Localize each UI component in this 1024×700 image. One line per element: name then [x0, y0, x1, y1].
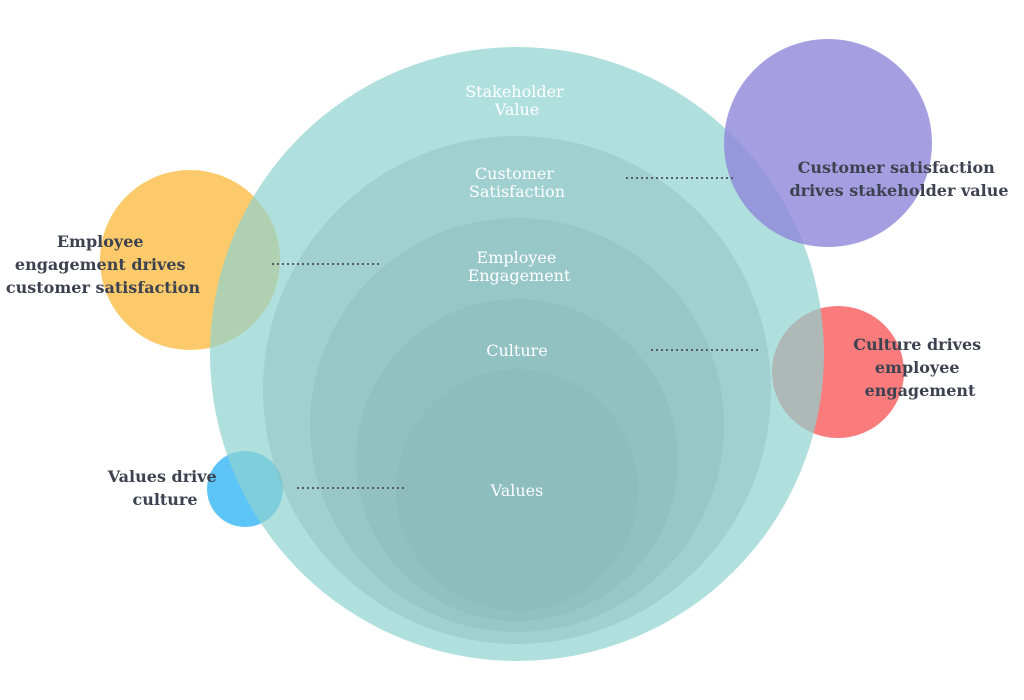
culture-callout: Culture drives employee engagement: [853, 335, 986, 400]
culture-label: Culture: [486, 341, 548, 360]
customer-satisfaction-accent-circle: [724, 39, 932, 247]
customer-satisfaction-callout: Customer satisfaction drives stakeholder…: [789, 158, 1008, 200]
employee-engagement-label: Employee Engagement: [468, 248, 571, 285]
stakeholder-value-label: Stakeholder Value: [465, 82, 569, 119]
values-label: Values: [490, 481, 544, 500]
values-callout: Values drive culture: [107, 467, 223, 509]
employee-engagement-callout: Employee engagement drives customer sati…: [6, 232, 201, 297]
customer-satisfaction-ring: [263, 136, 771, 644]
culture-ring: [356, 299, 678, 621]
stakeholder-value-ring: [210, 47, 824, 661]
customer-satisfaction-label: Customer Satisfaction: [469, 164, 565, 201]
employee-engagement-ring: [310, 218, 724, 632]
values-ring: [396, 369, 638, 611]
